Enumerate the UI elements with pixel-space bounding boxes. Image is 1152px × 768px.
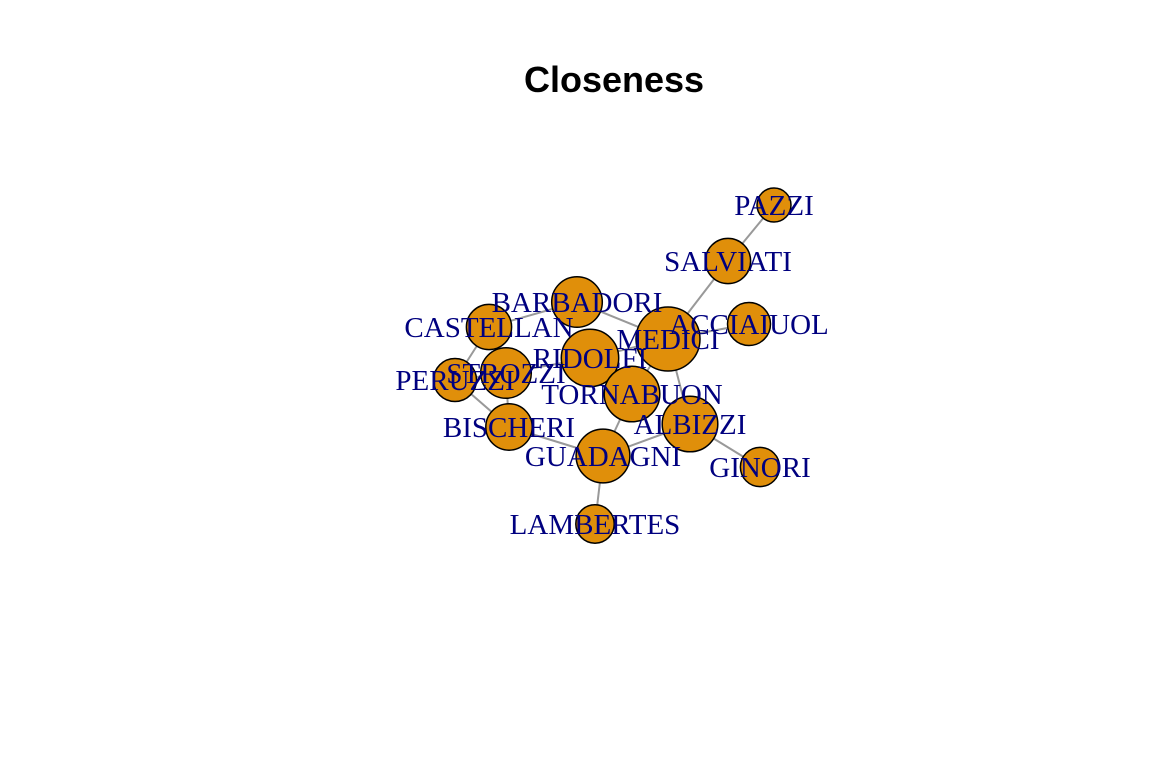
node-label-acciaiuol: ACCIAIUOL	[669, 309, 829, 341]
node-ginori	[739, 446, 781, 488]
node-label-lambertes: LAMBERTES	[510, 509, 681, 541]
node-label-strozzi: STROZZI	[446, 358, 565, 390]
node-pazzi	[756, 187, 792, 223]
node-label-tornabuon: TORNABUON	[541, 379, 723, 411]
node-acciaiuol	[726, 301, 772, 347]
node-peruzzi	[432, 357, 478, 403]
node-salviati	[704, 237, 752, 285]
labels-layer: ACCIAIUOL ALBIZZI BARBADORI BISCHERI CASTELL…	[395, 190, 828, 541]
plot-title: Closeness	[523, 59, 705, 100]
node-label-salviati: SALVIATI	[664, 246, 792, 278]
node-label-ginori: GINORI	[709, 452, 811, 484]
node-ridolfi	[560, 328, 620, 388]
node-bischeri	[485, 403, 533, 451]
node-label-pazzi: PAZZI	[734, 190, 814, 222]
node-label-medici: MEDICI	[616, 324, 719, 356]
node-albizzi	[661, 395, 719, 453]
node-guadagni	[575, 428, 631, 484]
node-strozzi	[479, 346, 533, 400]
node-label-barbadori: BARBADORI	[492, 287, 663, 319]
node-label-bischeri: BISCHERI	[443, 412, 575, 444]
node-medici	[635, 306, 701, 372]
nodes-layer	[432, 187, 792, 544]
node-tornabuon	[603, 365, 661, 423]
node-label-ridolfi: RIDOLFI	[533, 343, 647, 375]
node-lambertes	[575, 504, 615, 544]
node-barbadori	[550, 275, 604, 329]
node-label-peruzzi: PERUZZI	[395, 365, 514, 397]
node-label-guadagni: GUADAGNI	[525, 441, 681, 473]
node-label-castellan: CASTELLAN	[404, 312, 573, 344]
node-castellan	[465, 303, 513, 351]
node-label-albizzi: ALBIZZI	[634, 409, 747, 441]
